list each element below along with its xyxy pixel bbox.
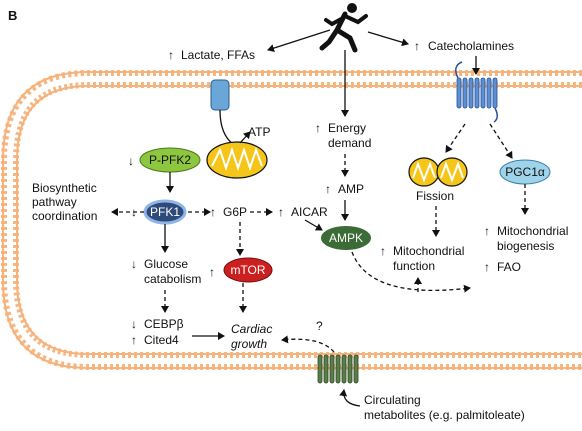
catecholamines-label: Catecholamines xyxy=(428,39,514,53)
up-arrow-icon: ↑ xyxy=(484,260,490,274)
up-arrow-icon: ↑ xyxy=(209,265,215,279)
up-arrow-icon: ↑ xyxy=(414,39,420,53)
up-arrow-icon: ↑ xyxy=(325,182,331,196)
down-arrow-icon: ↓ xyxy=(131,317,137,331)
up-arrow-icon: ↑ xyxy=(131,333,137,347)
gpcr-receptor-icon xyxy=(455,61,498,123)
ampk-node xyxy=(321,226,371,250)
ampk-label: AMPK xyxy=(329,231,363,245)
mitochondrion-icon xyxy=(206,141,268,179)
growth-label: growth xyxy=(231,337,267,351)
transporter-icon xyxy=(210,79,230,111)
cited4-label: Cited4 xyxy=(144,333,179,347)
biosynthetic-label: Biosynthetic xyxy=(32,181,97,195)
mito-function-label-2: function xyxy=(393,259,435,273)
atp-label: ATP xyxy=(248,125,270,139)
up-arrow-icon: ↑ xyxy=(380,244,386,258)
membrane-receptor-icon xyxy=(317,354,359,384)
question-label: ? xyxy=(316,319,323,333)
pgc1a-label: PGC1α xyxy=(505,165,545,179)
demand-label: demand xyxy=(328,136,371,150)
up-arrow-icon: ↑ xyxy=(210,205,216,219)
catabolism-label: catabolism xyxy=(144,272,201,286)
lactate-label: Lactate, FFAs xyxy=(181,48,255,62)
mtor-node xyxy=(223,257,273,283)
mito-biogenesis-label-1: Mitochondrial xyxy=(497,224,568,238)
runner-icon xyxy=(319,3,368,53)
pfk1-node xyxy=(143,199,187,225)
metabolites-label: metabolites (e.g. palmitoleate) xyxy=(364,408,525,422)
cebpb-label: CEBPβ xyxy=(144,317,184,331)
pathway-label: pathway xyxy=(32,195,77,209)
down-arrow-icon: ↓ xyxy=(131,257,137,271)
pfk1-label: PFK1 xyxy=(150,205,180,219)
coordination-label: coordination xyxy=(32,209,97,223)
cardiac-label: Cardiac xyxy=(231,322,272,336)
up-arrow-icon: ↑ xyxy=(315,121,321,135)
amp-label: AMP xyxy=(338,182,364,196)
up-arrow-icon: ↑ xyxy=(484,224,490,238)
glucose-label: Glucose xyxy=(144,257,188,271)
mito-function-label-1: Mitochondrial xyxy=(393,244,464,258)
down-arrow-icon: ↓ xyxy=(128,154,134,168)
cell-membrane xyxy=(1,70,582,370)
up-arrow-icon: ↑ xyxy=(278,205,284,219)
mtor-label: mTOR xyxy=(230,263,265,277)
fission-label: Fission xyxy=(416,189,454,203)
panel-label: B xyxy=(8,8,17,23)
aicar-label: AICAR xyxy=(291,205,328,219)
mitochondrion-icon xyxy=(408,157,468,187)
circulating-label: Circulating xyxy=(364,393,421,407)
p-pfk2-label: P-PFK2 xyxy=(149,153,191,167)
energy-label: Energy xyxy=(328,121,366,135)
fao-label: FAO xyxy=(497,260,521,274)
g6p-label: G6P xyxy=(223,205,247,219)
up-arrow-icon: ↑ xyxy=(168,48,174,62)
mito-biogenesis-label-2: biogenesis xyxy=(497,239,554,253)
